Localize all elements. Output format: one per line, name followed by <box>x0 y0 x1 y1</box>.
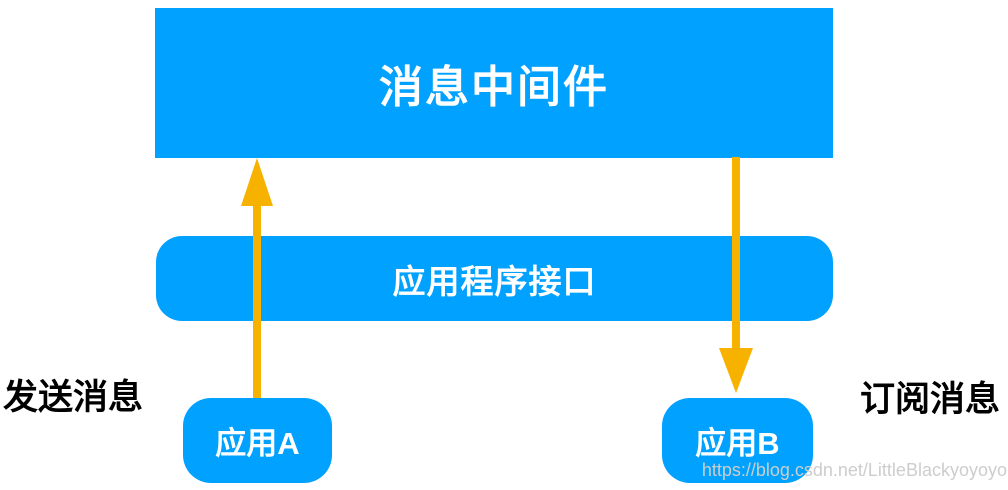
subscribe-message-label: 订阅消息 <box>860 380 1001 419</box>
up-arrow-icon <box>241 158 273 206</box>
down-arrow-icon <box>719 348 753 393</box>
app-a-node-label: 应用A <box>215 426 300 461</box>
app-b-node: 应用B <box>662 398 813 483</box>
middleware-node: 消息中间件 <box>155 8 833 158</box>
send-message-label: 发送消息 <box>3 378 144 417</box>
app-b-node-label: 应用B <box>695 426 780 461</box>
api-node: 应用程序接口 <box>156 236 833 321</box>
middleware-node-label: 消息中间件 <box>379 63 609 112</box>
watermark-url: https://blog.csdn.net/LittleBlackyoyoyo <box>701 460 1007 480</box>
up-arrow-line <box>253 202 261 398</box>
api-node-label: 应用程序接口 <box>392 262 597 300</box>
down-arrow-line <box>732 157 740 352</box>
app-a-node: 应用A <box>183 398 332 483</box>
